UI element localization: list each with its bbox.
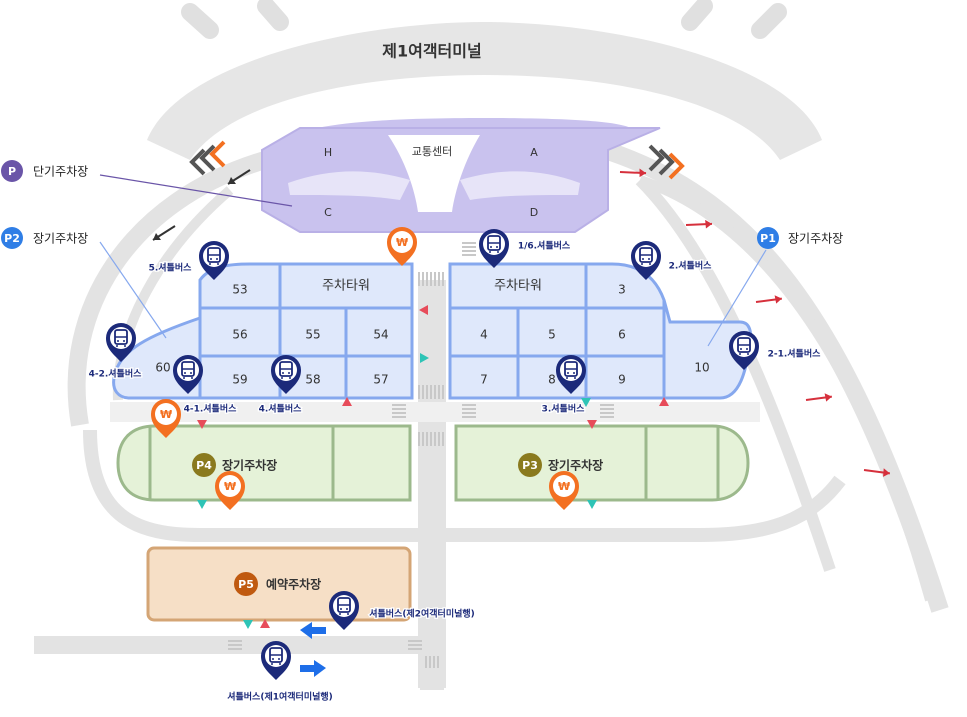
- zone-58: 58: [305, 373, 320, 387]
- tower-left-title: 주차타워: [322, 279, 370, 294]
- svg-text:5.셔틀버스: 5.셔틀버스: [149, 262, 193, 274]
- zone-8: 8: [548, 373, 556, 387]
- svg-text:4.셔틀버스: 4.셔틀버스: [259, 403, 303, 415]
- payment-kiosk-icon: ₩: [151, 399, 181, 438]
- p4-label: 장기주차장: [222, 458, 277, 473]
- shuttle-stops: 5.셔틀버스 1/6.셔틀버스 2.셔틀버스 4-2.셔틀버스 2-1.셔틀버스…: [87, 228, 822, 704]
- shuttle-stop-2-1[interactable]: 2-1.셔틀버스: [728, 330, 822, 371]
- legend-short-term: P 단기주차장: [1, 160, 293, 207]
- shuttle-stop-3[interactable]: 3.셔틀버스: [540, 354, 587, 416]
- road-network: [34, 141, 949, 690]
- zone-59: 59: [232, 373, 247, 387]
- shuttle-stop-4-1[interactable]: 4-1.셔틀버스: [172, 354, 238, 416]
- shuttle-stop-t2[interactable]: 셔틀버스(제2여객터미널행): [328, 590, 476, 631]
- zone-54: 54: [373, 328, 388, 342]
- lot-p3[interactable]: P3 장기주차장: [454, 424, 750, 502]
- crosswalks: [228, 242, 614, 668]
- payment-pins: ₩ ₩ ₩ ₩: [151, 227, 579, 510]
- svg-text:셔틀버스(제1여객터미널행): 셔틀버스(제1여객터미널행): [227, 691, 333, 703]
- p5-label: 예약주차장: [266, 577, 321, 592]
- shuttle-stop-2[interactable]: 2.셔틀버스: [630, 240, 713, 281]
- svg-text:2-1.셔틀버스: 2-1.셔틀버스: [768, 348, 822, 360]
- svg-text:4-1.셔틀버스: 4-1.셔틀버스: [184, 403, 238, 415]
- payment-kiosk-icon: ₩: [215, 471, 245, 510]
- svg-text:셔틀버스(제2여객터미널행): 셔틀버스(제2여객터미널행): [369, 608, 475, 620]
- legend-p2-badge: P2: [4, 232, 20, 245]
- arrow-left-icon: [300, 622, 326, 639]
- transport-center: 교통센터 H A C D: [261, 118, 661, 233]
- svg-text:₩: ₩: [558, 480, 570, 493]
- zone-6: 6: [618, 328, 626, 342]
- svg-text:₩: ₩: [396, 236, 408, 249]
- entry-chevrons-left: [189, 140, 226, 176]
- shuttle-stop-1-6[interactable]: 1/6.셔틀버스: [478, 228, 572, 269]
- p5-badge: [234, 572, 258, 596]
- shuttle-stop-5[interactable]: 5.셔틀버스: [147, 240, 230, 281]
- bus-icon: [260, 640, 292, 681]
- arrow-right-icon: [300, 660, 326, 677]
- area-h-label: H: [324, 146, 332, 159]
- p4-badge-text: P4: [196, 459, 212, 472]
- legend-p2-label: 장기주차장: [33, 232, 88, 246]
- bus-icon: [478, 228, 510, 269]
- zone-53: 53: [232, 283, 247, 297]
- area-d-label: D: [530, 206, 538, 219]
- p5-badge-text: P5: [238, 578, 254, 591]
- shuttle-stop-t1[interactable]: 셔틀버스(제1여객터미널행): [226, 640, 334, 704]
- legend-p-badge: P: [8, 165, 16, 178]
- zone-5: 5: [548, 328, 556, 342]
- zone-4: 4: [480, 328, 488, 342]
- legend-long-term-p2: P2 장기주차장: [1, 227, 167, 339]
- svg-text:4-2.셔틀버스: 4-2.셔틀버스: [89, 368, 143, 380]
- p3-badge: [518, 453, 542, 477]
- p3-badge-text: P3: [522, 459, 538, 472]
- lot-p4[interactable]: P4 장기주차장: [116, 424, 412, 502]
- zone-7: 7: [480, 373, 488, 387]
- p3-label: 장기주차장: [548, 458, 603, 473]
- legend-p1-label: 장기주차장: [788, 232, 843, 246]
- parking-tower-right: 주차타워 3 4 5 6 7 8 9 10: [448, 262, 753, 400]
- legend-long-term-p1: P1 장기주차장: [707, 227, 843, 347]
- zone-9: 9: [618, 373, 626, 387]
- svg-text:2.셔틀버스: 2.셔틀버스: [669, 260, 713, 272]
- zone-10: 10: [694, 361, 709, 375]
- svg-text:3.셔틀버스: 3.셔틀버스: [542, 403, 586, 415]
- area-a-label: A: [530, 146, 538, 159]
- shuttle-stop-4-2[interactable]: 4-2.셔틀버스: [87, 322, 143, 381]
- bus-icon: [328, 590, 360, 631]
- payment-kiosk-icon: ₩: [549, 471, 579, 510]
- tower-right-title: 주차타워: [494, 279, 542, 294]
- terminal-building: 제1여객터미널: [147, 0, 822, 160]
- zone-57: 57: [373, 373, 388, 387]
- terminal-title: 제1여객터미널: [382, 42, 481, 61]
- payment-kiosk-icon: ₩: [387, 227, 417, 266]
- transport-center-title: 교통센터: [412, 145, 452, 158]
- entry-chevrons-right: [648, 144, 685, 180]
- zone-60: 60: [155, 361, 170, 375]
- zone-3: 3: [618, 283, 626, 297]
- pedestrian-arrows: [300, 622, 326, 677]
- parking-tower-left: 주차타워 53 56 55 54 60 59 58 57: [112, 262, 414, 400]
- area-c-label: C: [324, 206, 332, 219]
- shuttle-stop-4[interactable]: 4.셔틀버스: [257, 354, 303, 416]
- zone-55: 55: [305, 328, 320, 342]
- svg-text:₩: ₩: [160, 408, 172, 421]
- zone-56: 56: [232, 328, 247, 342]
- svg-text:₩: ₩: [224, 480, 236, 493]
- legend-p1-badge: P1: [760, 232, 776, 245]
- p4-badge: [192, 453, 216, 477]
- svg-text:1/6.셔틀버스: 1/6.셔틀버스: [518, 240, 571, 252]
- legend-short-term-label: 단기주차장: [33, 165, 88, 179]
